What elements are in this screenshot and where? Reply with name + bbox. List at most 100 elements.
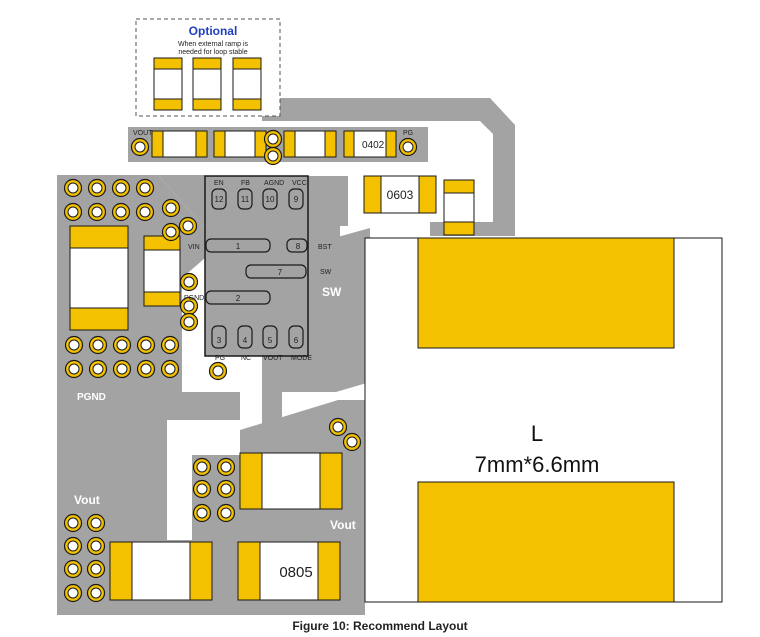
via-hole [183,300,195,312]
via-hole [139,206,151,218]
label-vout-left: Vout [74,493,100,507]
cap-vertical-right [443,179,475,236]
figure-caption: Figure 10: Recommend Layout [292,619,468,633]
pin-1-pad [205,238,271,253]
via-hole [115,206,127,218]
pin-12-pad [211,188,227,210]
label-vcc: VCC [292,180,307,187]
pin-number-2: 2 [236,294,241,303]
pin-number-8: 8 [296,242,301,251]
label-sw-pin: SW [320,269,332,276]
label-0603: 0603 [387,188,414,202]
label-nc: NC [241,355,251,362]
via-hole [90,540,102,552]
label-0402: 0402 [362,140,385,151]
top-resistor-1 [151,130,208,158]
top-resistor-2 [213,130,267,158]
via-hole [182,220,194,232]
via-hole [134,141,146,153]
via-hole [90,587,102,599]
pin-7-pad [245,264,307,279]
via-hole [196,483,208,495]
via-hole [90,563,102,575]
pin-number-6: 6 [294,336,299,345]
via-hole [220,507,232,519]
label-pgnd-area: PGND [77,392,106,403]
label-vin: VIN [188,244,200,251]
vias [63,129,418,603]
pin-11-pad [237,188,253,210]
pin-number-4: 4 [243,336,248,345]
label-sw-area: SW [322,285,342,299]
pin-number-7: 7 [278,268,283,277]
label-0805: 0805 [279,564,312,581]
label-vout-top: VOUT [133,130,153,137]
pin-6-pad [288,325,304,349]
via-hole [220,461,232,473]
via-hole [67,182,79,194]
vin-copper [158,175,205,228]
inductor-bottom-pad [417,481,675,603]
label-pg-top: PG [403,130,413,137]
pin-4-pad [237,325,253,349]
optional-cap-2 [192,57,222,111]
pin-number-12: 12 [215,195,224,204]
pin-number-5: 5 [268,336,273,345]
inductor-top-pad [417,237,675,349]
via-hole [67,540,79,552]
pin-labels: VOUT PG EN FB AGND VCC VIN BST SW PGND P… [133,130,413,362]
output-cap-1 [239,452,343,510]
via-hole [91,206,103,218]
label-inductor-size: 7mm*6.6mm [475,452,600,477]
pin-2-pad [205,290,271,305]
label-agnd: AGND [264,180,284,187]
via-hole [140,363,152,375]
pin-number-11: 11 [241,195,250,204]
pin-numbers: 12 11 10 9 1 8 7 2 3 4 5 6 [215,195,301,345]
pg-top-trace [262,98,515,222]
input-cap-large [69,225,129,331]
via-hole [90,517,102,529]
via-hole [67,587,79,599]
pin-8-pad [286,238,308,253]
via-hole [116,363,128,375]
via-hole [164,339,176,351]
via-hole [140,339,152,351]
via-hole [92,339,104,351]
via-hole [332,421,344,433]
via-hole [165,202,177,214]
label-mode: MODE [291,355,312,362]
pin-9-pad [288,188,304,210]
pin-10-pad [262,188,278,210]
via-hole [68,339,80,351]
optional-title: Optional [189,24,238,38]
pin-number-10: 10 [266,195,275,204]
via-hole [68,363,80,375]
via-hole [67,206,79,218]
via-hole [67,517,79,529]
pin-5-pad [262,325,278,349]
via-hole [196,461,208,473]
label-en: EN [214,180,224,187]
label-vout-bottom: VOUT [263,355,283,362]
via-hole [183,276,195,288]
via-hole [183,316,195,328]
input-cap-small [143,235,181,307]
via-hole [165,226,177,238]
via-hole [267,133,279,145]
output-cap-2 [109,541,213,601]
pin-number-3: 3 [217,336,222,345]
via-hole [92,363,104,375]
via-hole [116,339,128,351]
pgnd-lower-link [57,420,167,475]
ic-pins [205,188,308,349]
cap-0603 [363,175,437,214]
label-vout-mid: Vout [330,518,356,532]
label-inductor: L [531,421,543,446]
via-hole [212,365,224,377]
label-bst: BST [318,244,332,251]
via-hole [196,507,208,519]
via-hole [402,141,414,153]
pin-3-pad [211,325,227,349]
